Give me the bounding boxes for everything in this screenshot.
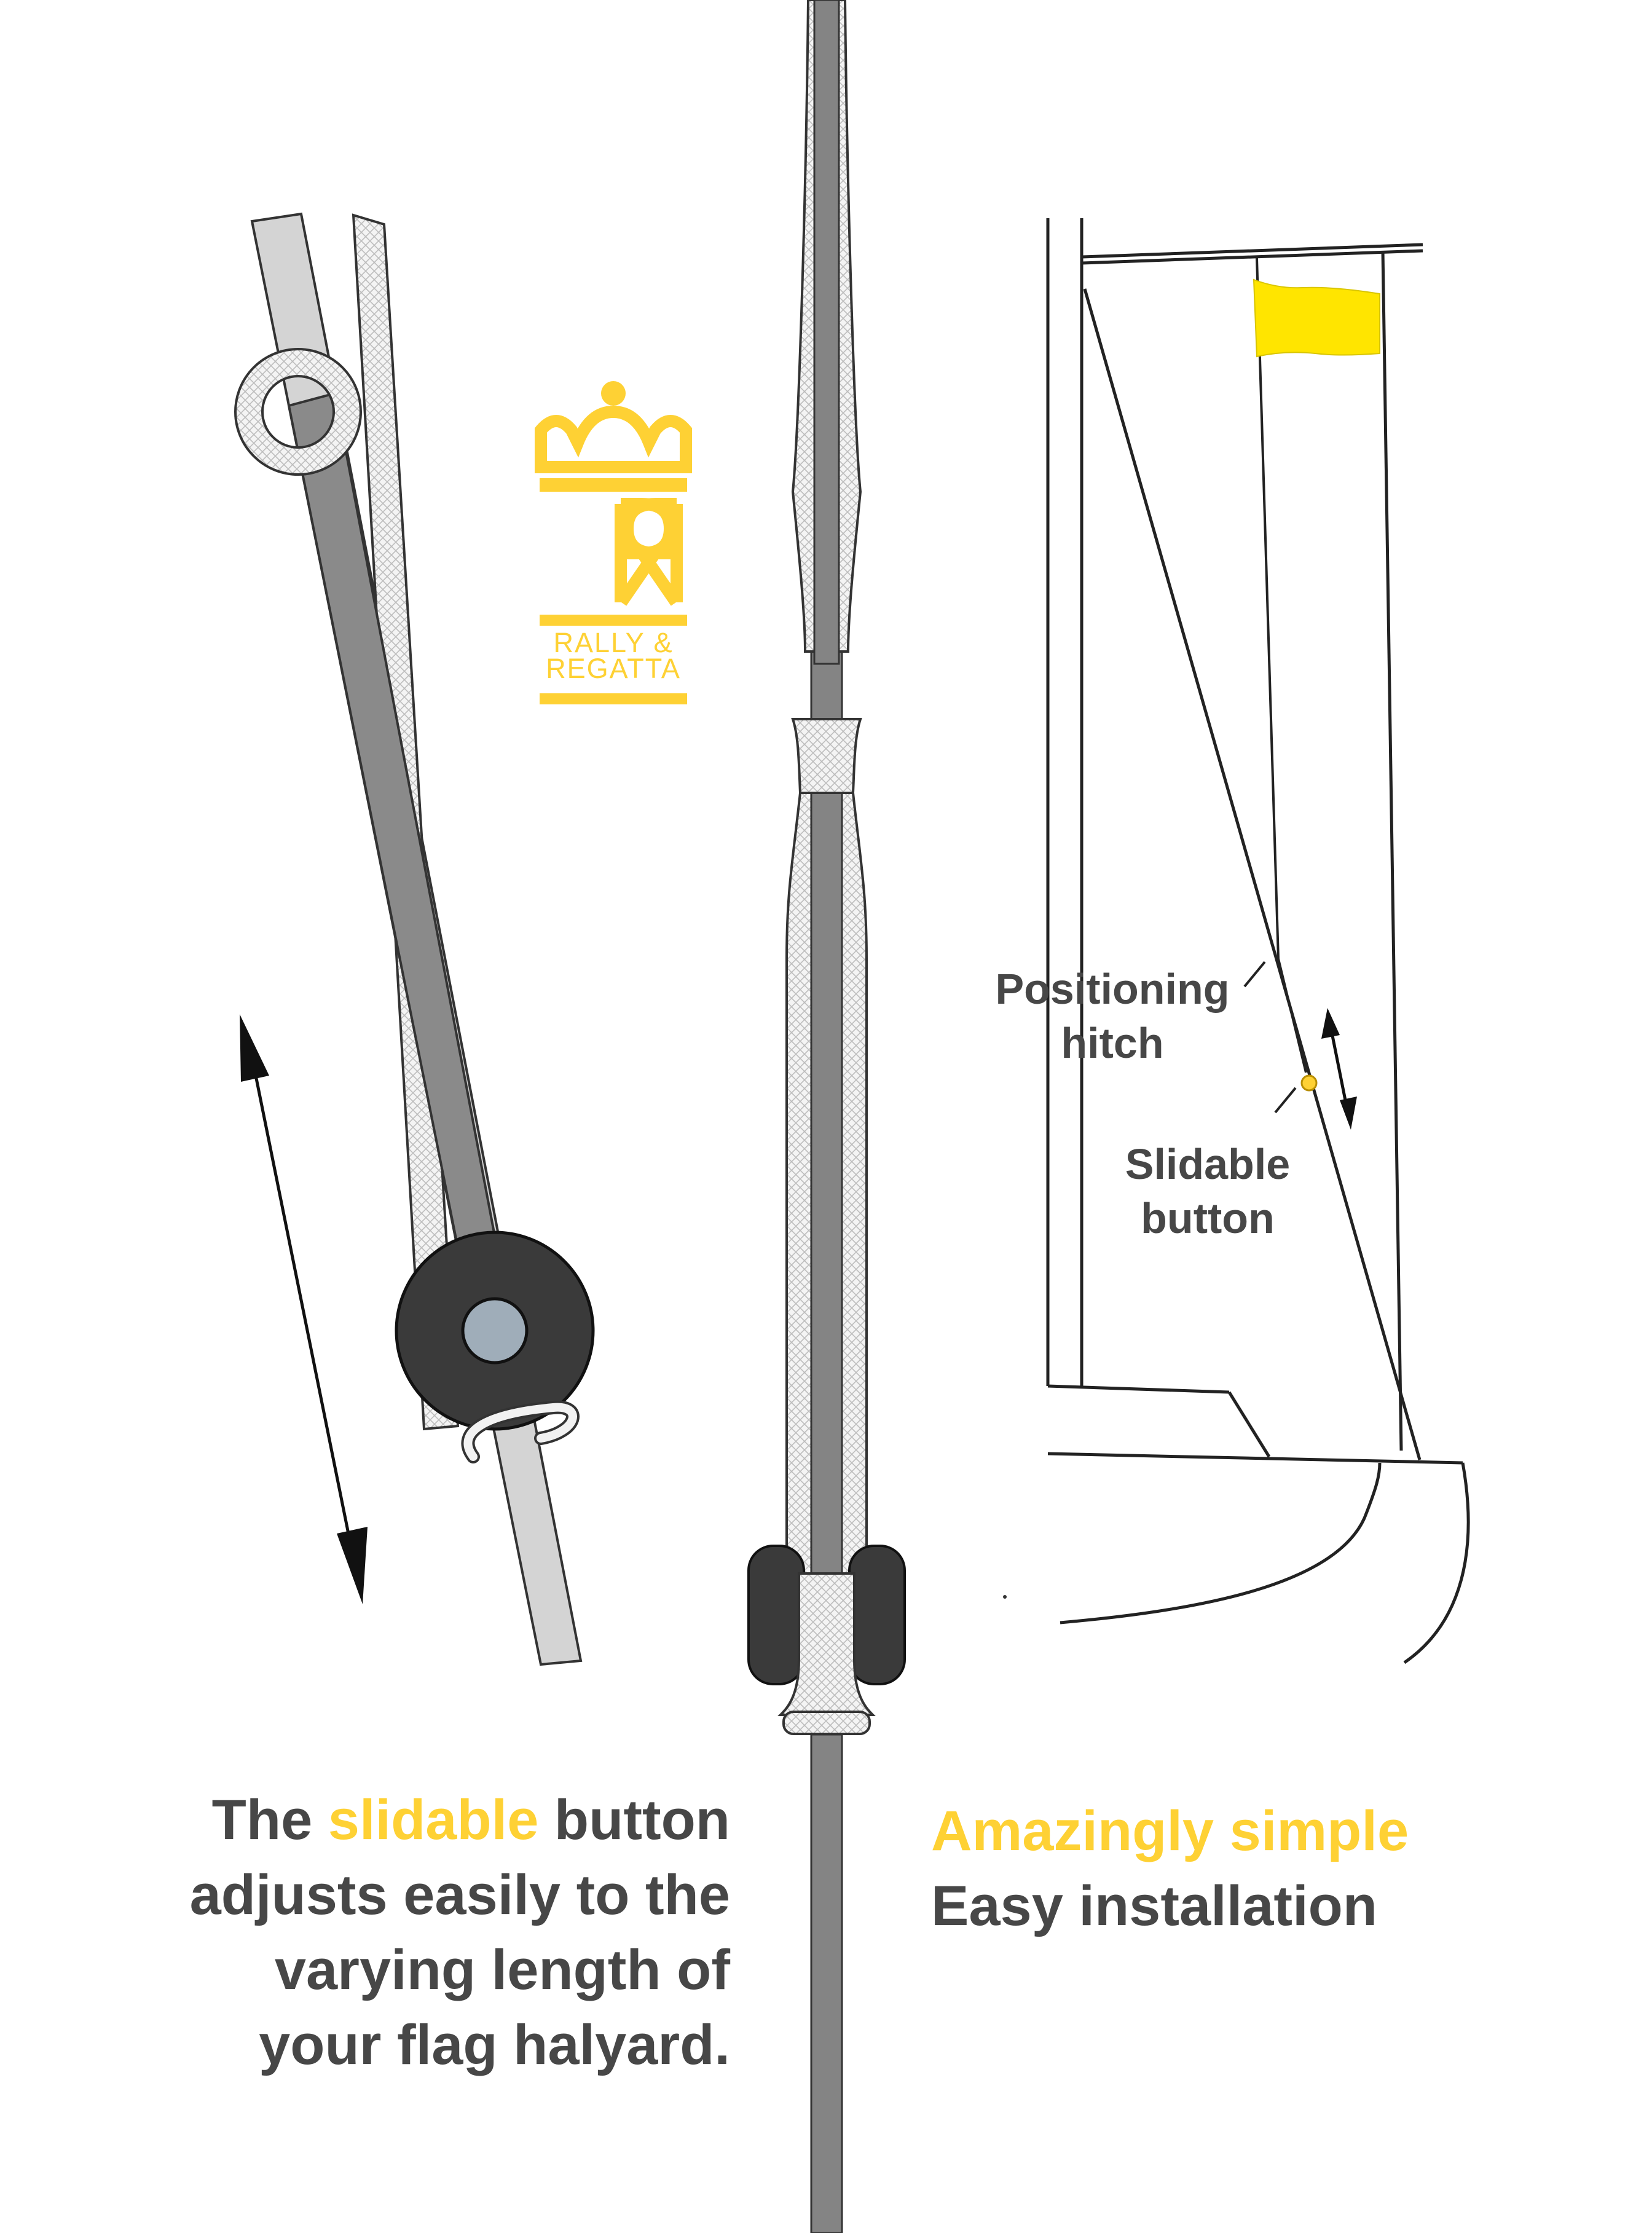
- slidable-button-label: Slidable button: [1091, 1137, 1324, 1245]
- left-caption-line4: your flag halyard.: [259, 2014, 730, 2076]
- logo-text-line2: REGATTA: [546, 653, 681, 684]
- right-caption-line2: Easy installation: [931, 1875, 1378, 1937]
- left-caption: The slidable button adjusts easily to th…: [54, 1782, 730, 2082]
- logo-wordmark: RALLY & REGATTA: [540, 627, 687, 684]
- center-button-left: [747, 1545, 805, 1685]
- boat-scene: [1046, 218, 1470, 1664]
- adjust-arrow: [240, 1014, 368, 1604]
- flag-halyard: [1256, 258, 1280, 959]
- hitch-label-line2: hitch: [1061, 1019, 1164, 1067]
- caption-text: button: [538, 1789, 730, 1851]
- right-caption-line1: Amazingly simple: [931, 1800, 1409, 1862]
- logo-text-line1: RALLY &: [553, 627, 674, 658]
- left-caption-line3: varying length of: [274, 1939, 730, 2001]
- button-center: [461, 1297, 529, 1365]
- rally-regatta-logo: [535, 381, 692, 704]
- left-caption-line2: adjusts easily to the: [189, 1864, 730, 1926]
- button-label-line2: button: [1141, 1194, 1275, 1242]
- caption-text: The: [211, 1789, 328, 1851]
- left-detail-drawing: [234, 212, 595, 1666]
- right-caption: Amazingly simple Easy installation: [931, 1794, 1607, 1944]
- slidable-button-marker: [1300, 1074, 1318, 1092]
- center-button-right: [848, 1545, 906, 1685]
- caption-highlight: slidable: [328, 1789, 539, 1851]
- yellow-flag: [1253, 278, 1380, 358]
- bottom-whipping: [782, 1711, 871, 1735]
- small-adjust-arrow: [1321, 1008, 1357, 1130]
- positioning-hitch-label: Positioning hitch: [977, 962, 1248, 1070]
- center-drawing: [747, 0, 906, 2233]
- hitch-label-line1: Positioning: [995, 965, 1230, 1013]
- left-caption-line1: The slidable button: [54, 1782, 730, 1857]
- button-label-line1: Slidable: [1125, 1140, 1291, 1188]
